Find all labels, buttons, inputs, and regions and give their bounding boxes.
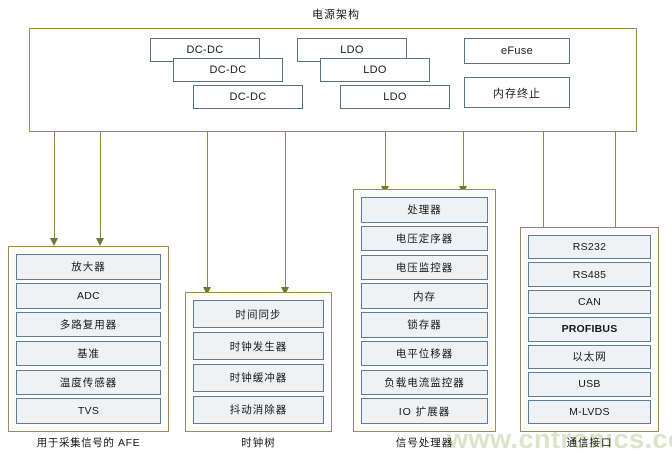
group-item-signal-6: 负载电流监控器 — [361, 369, 488, 396]
supply-block-label: LDO — [340, 44, 364, 56]
group-caption-signal: 信号处理器 — [395, 437, 454, 449]
arrow-shaft — [543, 132, 545, 229]
supply-block-label: LDO — [363, 64, 387, 76]
group-item-comm-3: PROFIBUS — [528, 317, 651, 342]
group-caption-afe: 用于采集信号的 AFE — [36, 437, 141, 449]
supply-block-label: DC-DC — [209, 64, 247, 76]
group-item-signal-1: 电压定序器 — [361, 225, 488, 252]
group-item-afe-4: 温度传感器 — [16, 369, 161, 396]
group-caption-comm: 通信接口 — [566, 437, 613, 449]
group-item-comm-4: 以太网 — [528, 344, 651, 370]
arrow-shaft — [207, 132, 209, 288]
group-items-clock: 时间同步时钟发生器时钟缓冲器抖动消除器 — [193, 300, 324, 424]
group-item-clock-1: 时钟发生器 — [193, 331, 324, 361]
group-item-afe-1: ADC — [16, 282, 161, 309]
group-item-clock-0: 时间同步 — [193, 300, 324, 329]
supply-block-label: DC-DC — [229, 91, 267, 103]
group-item-signal-7: IO 扩展器 — [361, 398, 488, 424]
supply-block-label: LDO — [383, 91, 407, 103]
group-item-comm-1: RS485 — [528, 262, 651, 287]
arrow-head-icon — [281, 287, 290, 295]
supply-block-label: eFuse — [500, 45, 534, 57]
supply-block-ldo: LDO — [340, 85, 450, 109]
supply-block-label: DC-DC — [186, 44, 224, 56]
supply-block-ldo: LDO — [320, 58, 430, 82]
group-item-clock-2: 时钟缓冲器 — [193, 363, 324, 393]
supply-block-efuse: eFuse — [464, 38, 570, 64]
arrow-shaft — [615, 132, 617, 229]
supply-block-dc-dc: DC-DC — [193, 85, 303, 109]
group-item-afe-0: 放大器 — [16, 254, 161, 280]
supply-block-label: 内存终止 — [493, 87, 541, 100]
supply-block-内存终止: 内存终止 — [464, 77, 570, 108]
group-item-comm-6: M-LVDS — [528, 399, 651, 424]
arrow-shaft — [463, 132, 465, 187]
arrow-head-icon — [50, 238, 59, 246]
group-item-signal-0: 处理器 — [361, 197, 488, 223]
group-item-signal-4: 锁存器 — [361, 312, 488, 338]
arrow-shaft — [385, 132, 387, 187]
group-item-afe-2: 多路复用器 — [16, 311, 161, 338]
group-item-comm-2: CAN — [528, 289, 651, 315]
group-box-clock: 时间同步时钟发生器时钟缓冲器抖动消除器 — [185, 292, 332, 432]
arrow-head-icon — [203, 287, 212, 295]
arrow-shaft — [285, 132, 287, 288]
group-item-signal-2: 电压监控器 — [361, 254, 488, 281]
diagram-title: 电源架构 — [312, 9, 360, 21]
group-item-signal-3: 内存 — [361, 283, 488, 309]
group-item-afe-5: TVS — [16, 398, 161, 424]
arrow-head-icon — [96, 238, 105, 246]
arrow-shaft — [100, 132, 102, 239]
group-item-clock-3: 抖动消除器 — [193, 395, 324, 424]
supply-block-dc-dc: DC-DC — [173, 58, 283, 82]
group-item-comm-5: USB — [528, 372, 651, 397]
group-item-afe-3: 基准 — [16, 340, 161, 367]
group-item-comm-0: RS232 — [528, 235, 651, 260]
group-item-signal-5: 电平位移器 — [361, 340, 488, 367]
group-caption-clock: 时钟树 — [241, 437, 276, 449]
arrow-shaft — [54, 132, 56, 239]
